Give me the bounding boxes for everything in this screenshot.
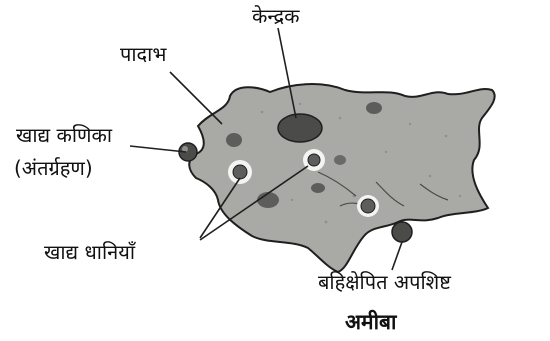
label-nucleus: केन्द्रक — [252, 6, 300, 26]
diagram-title: अमीबा — [345, 312, 396, 333]
organelle — [366, 102, 382, 114]
organelle — [257, 192, 279, 208]
egested-waste — [392, 222, 412, 242]
pointer-pseudopodium — [170, 72, 222, 124]
pointer-waste — [392, 242, 402, 270]
label-food-particle: खाद्य कणिका — [16, 125, 112, 145]
label-food-particle-ingestion: (अंतर्ग्रहण) — [14, 158, 93, 178]
organelle — [226, 133, 242, 147]
food-vacuole — [361, 199, 375, 213]
food-vacuole — [233, 165, 247, 179]
label-pseudopodium: पादाभ — [120, 44, 166, 64]
label-egested-waste: बहिक्षेपित अपशिष्ट — [318, 272, 451, 292]
organelle — [311, 183, 325, 193]
food-vacuole — [308, 154, 320, 166]
organelle — [334, 155, 346, 165]
label-food-vacuoles: खाद्य धानियाँ — [44, 242, 135, 262]
pointer-food-particle — [130, 146, 186, 152]
nucleus — [278, 114, 322, 142]
